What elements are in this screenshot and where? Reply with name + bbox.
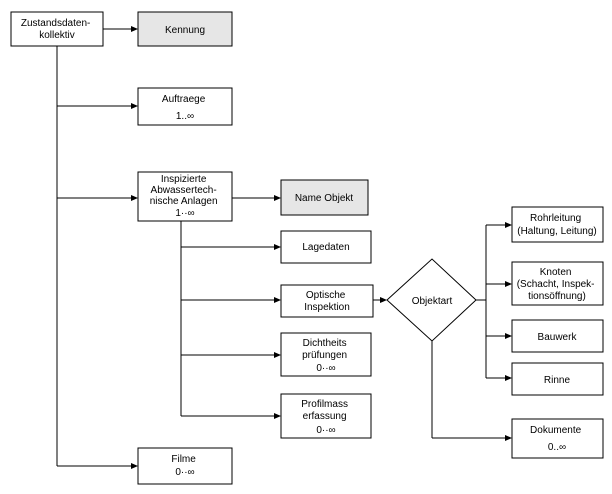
node-box [280, 393, 372, 439]
node-label: Dichtheits prüfungen 0··∞ [302, 338, 350, 374]
node-box [511, 261, 604, 306]
connectors [56, 26, 512, 469]
arrowhead [274, 244, 281, 250]
arrowhead [505, 333, 512, 339]
node-box [511, 362, 604, 396]
arrowhead [380, 297, 387, 303]
node-label: Auftraege 1..∞ [162, 94, 208, 122]
node-label: Kennung [165, 25, 205, 36]
node-label: Dokumente 0..∞ [530, 425, 584, 453]
node-box [137, 11, 233, 47]
node-lagedaten: Lagedaten [280, 230, 372, 264]
node-bauwerk: Bauwerk [511, 319, 604, 353]
arrowhead [274, 195, 281, 201]
node-anlagen: Inspizierte Abwassertech- nische Anlagen… [137, 171, 233, 222]
node-label: Knoten (Schacht, Inspek- tionsöffnung) [517, 267, 598, 302]
arrowhead [505, 222, 512, 228]
node-label: Objektart [412, 296, 453, 307]
node-label: Name Objekt [295, 193, 354, 204]
node-label: Rinne [544, 375, 571, 386]
node-dichtheit: Dichtheits prüfungen 0··∞ [280, 332, 372, 377]
arrowhead [274, 352, 281, 358]
arrowhead [274, 413, 281, 419]
node-box [280, 230, 372, 264]
node-rohrleitung: Rohrleitung (Haltung, Leitung) [511, 206, 604, 243]
arrowhead [131, 26, 138, 32]
arrowhead [505, 281, 512, 287]
node-label: Bauwerk [538, 332, 578, 343]
arrowhead [131, 463, 138, 469]
node-box [511, 319, 604, 353]
node-root: Zustandsdaten- kollektiv [10, 11, 104, 47]
node-label: Rohrleitung (Haltung, Leitung) [517, 213, 597, 237]
node-box [10, 11, 104, 47]
node-label: Lagedaten [302, 242, 349, 253]
node-profil: Profilmass erfassung 0··∞ [280, 393, 372, 439]
arrowhead [274, 297, 281, 303]
node-box [280, 284, 374, 318]
arrowhead [505, 435, 512, 441]
arrowhead [131, 195, 138, 201]
node-rinne: Rinne [511, 362, 604, 396]
node-objektart: Objektart [386, 258, 477, 342]
node-label: Inspizierte Abwassertech- nische Anlagen… [150, 174, 221, 219]
node-filme: Filme 0··∞ [137, 447, 233, 485]
node-label: Filme 0··∞ [171, 454, 198, 478]
node-box [511, 206, 604, 243]
node-box [511, 418, 604, 459]
node-knoten: Knoten (Schacht, Inspek- tionsöffnung) [511, 261, 604, 306]
node-box [280, 179, 369, 216]
node-kennung: Kennung [137, 11, 233, 47]
decision-diamond [386, 258, 477, 342]
node-box [280, 332, 372, 377]
node-label: Optische Inspektion [304, 290, 350, 313]
node-box [137, 171, 233, 222]
node-box [137, 447, 233, 485]
node-optische: Optische Inspektion [280, 284, 374, 318]
node-dokumente: Dokumente 0..∞ [511, 418, 604, 459]
node-box [137, 87, 233, 126]
node-label: Profilmass erfassung 0··∞ [301, 399, 350, 436]
node-name-objekt: Name Objekt [280, 179, 369, 216]
node-auftraege: Auftraege 1..∞ [137, 87, 233, 126]
arrowhead [131, 103, 138, 109]
arrowhead [505, 375, 512, 381]
node-label: Zustandsdaten- kollektiv [21, 18, 93, 41]
